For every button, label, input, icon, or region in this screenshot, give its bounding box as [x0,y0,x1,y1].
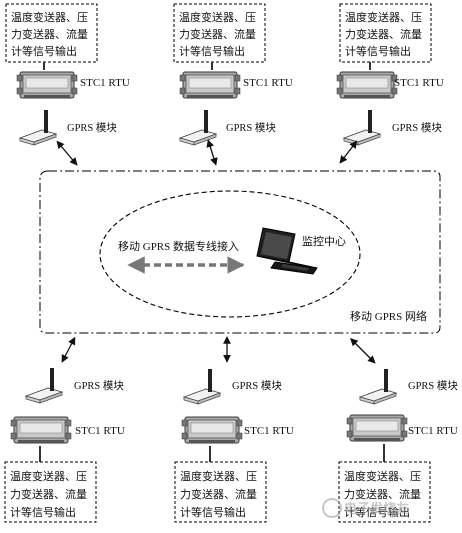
rtu-label: STC1 RTU [394,77,444,89]
watermark-logo-icon [322,498,342,518]
laptop-icon [256,227,318,275]
gprs-module-label: GPRS 模块 [226,122,276,134]
sensor-box-line-1: 温度变送器、压 [10,469,87,483]
link-arrow [61,336,76,363]
link-arrow [350,338,376,364]
rtu-label: STC1 RTU [243,77,293,89]
sensor-box-line-2: 力变送器、流量 [180,487,257,501]
gprs-module-label: GPRS 模块 [392,122,442,134]
sensor-box-line-3: 计等信号输出 [10,505,76,519]
rtu-label: STC1 RTU [80,77,130,89]
rtu-device-icon [181,416,243,444]
gprs-module-icon [179,109,217,146]
rtu-device-icon [179,71,241,99]
sensor-box-top-left: 温度变送器、压 力变送器、流量 计等信号输出 [5,3,98,63]
sensor-box-line-3: 计等信号输出 [179,44,245,58]
sensor-box-line-2: 力变送器、流量 [179,27,256,41]
sensor-box-line-2: 力变送器、流量 [345,27,422,41]
sensor-box-line-3: 计等信号输出 [344,505,410,519]
sensor-box-line-3: 计等信号输出 [345,44,411,58]
rtu-device-icon [10,416,72,444]
sensor-box-bottom-middle: 温度变送器、压 力变送器、流量 计等信号输出 [174,461,267,523]
sensor-box-line-3: 计等信号输出 [11,44,77,58]
gprs-module-icon [25,367,63,404]
sensor-box-line-2: 力变送器、流量 [344,487,421,501]
rtu-label: STC1 RTU [408,425,458,437]
watermark: 电子发烧友 [322,498,409,518]
sensor-box-line-2: 力变送器、流量 [11,27,88,41]
link-arrow [339,140,358,164]
sensor-box-bottom-left: 温度变送器、压 力变送器、流量 计等信号输出 [4,461,97,523]
rtu-label: STC1 RTU [244,425,294,437]
gprs-module-icon [19,109,57,146]
dedicated-line-ellipse [99,190,361,318]
access-label: 移动 GPRS 数据专线接入 [118,239,239,253]
sensor-box-bottom-right: 温度变送器、压 力变送器、流量 计等信号输出 [338,461,431,523]
watermark-text: 电子发烧友 [344,501,409,517]
rtu-label: STC1 RTU [75,425,125,437]
rtu-device-icon [16,71,78,99]
sensor-box-line-3: 计等信号输出 [180,505,246,519]
gprs-module-label: GPRS 模块 [232,380,282,392]
sensor-box-top-middle: 温度变送器、压 力变送器、流量 计等信号输出 [173,3,266,63]
sensor-box-line-1: 温度变送器、压 [344,469,421,483]
link-arrow [206,139,218,166]
sensor-box-line-2: 力变送器、流量 [10,487,87,501]
gprs-module-label: GPRS 模块 [408,380,458,392]
sensor-box-line-1: 温度变送器、压 [180,469,257,483]
gprs-module-label: GPRS 模块 [67,122,117,134]
gprs-module-label: GPRS 模块 [74,380,124,392]
rtu-device-icon [346,414,408,442]
network-label: 移动 GPRS 网络 [350,309,427,323]
gprs-network-boundary [39,170,441,334]
monitoring-center-label: 监控中心 [302,234,346,248]
rtu-device-icon [336,71,398,99]
sensor-box-line-1: 温度变送器、压 [179,10,256,24]
sensor-box-line-1: 温度变送器、压 [11,10,88,24]
gprs-module-icon [343,109,381,146]
gprs-module-icon [359,368,397,405]
sensor-box-top-right: 温度变送器、压 力变送器、流量 计等信号输出 [339,3,432,63]
link-arrow [56,140,78,166]
sensor-box-line-1: 温度变送器、压 [345,10,422,24]
gprs-module-icon [183,368,221,405]
